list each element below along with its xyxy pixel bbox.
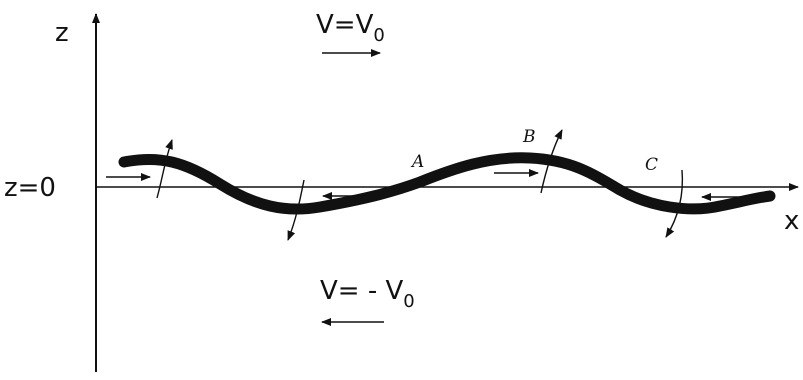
point-c-label: C	[645, 155, 659, 175]
z-axis-label: z	[55, 18, 69, 48]
point-b-label: B	[523, 127, 536, 147]
rotation-arrow-1	[156, 139, 173, 199]
point-a-label: A	[412, 152, 425, 172]
rotation-arrow-3	[540, 129, 563, 194]
interface-wave	[118, 152, 776, 215]
x-axis-label: x	[784, 206, 800, 236]
rotation-arrow-2	[287, 179, 305, 241]
upper-flow-main: V=V	[316, 10, 374, 40]
upper-flow-subscript: 0	[373, 25, 385, 46]
origin-label: z=0	[4, 173, 56, 203]
upper-flow-label: V=V0	[316, 10, 385, 46]
lower-flow-subscript: 0	[403, 291, 415, 312]
rotation-arrow-4	[665, 169, 684, 238]
lower-flow-main: V= - V	[320, 276, 404, 306]
lower-flow-label: V= - V0	[320, 276, 415, 312]
